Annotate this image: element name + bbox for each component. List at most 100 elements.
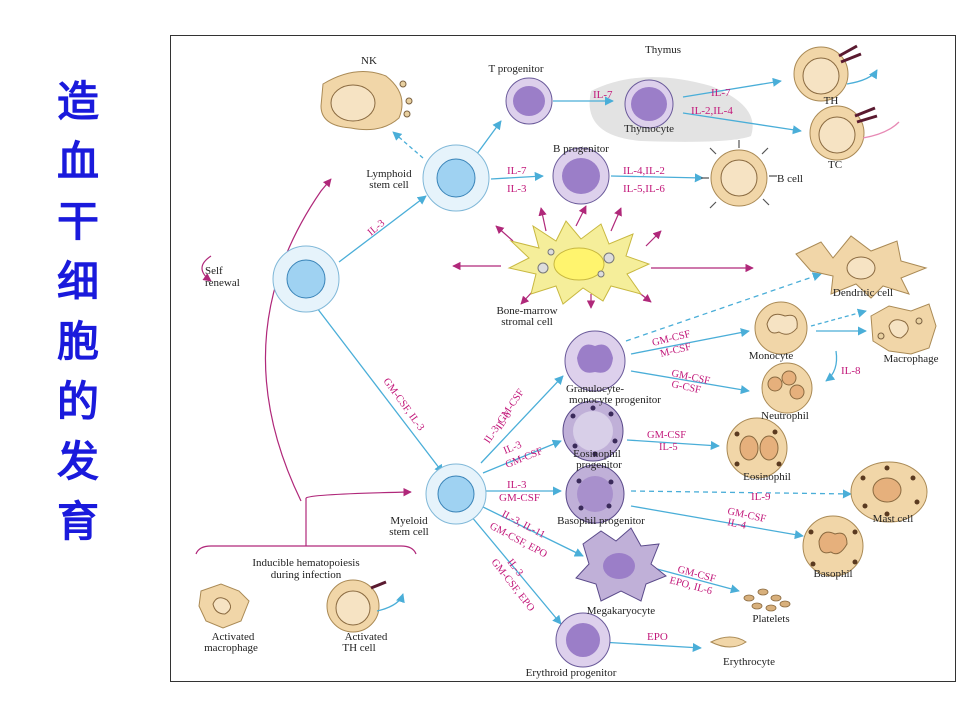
t-progenitor-cell xyxy=(505,77,553,125)
title-char: 育 xyxy=(56,497,99,546)
hematopoietic-stem-cell xyxy=(272,245,340,313)
cytokine-il8: IL-8 xyxy=(841,365,861,377)
arrow-gm-dendritic xyxy=(625,272,822,342)
basophil-cell xyxy=(802,515,864,577)
cytokine-il7: IL-7 xyxy=(507,165,527,177)
label-megakaryocyte: Megakaryocyte xyxy=(587,605,656,617)
arrow-bas-mast xyxy=(630,489,852,499)
cytokine-il3: IL-3 xyxy=(507,183,527,195)
arrow-myeloid-eos xyxy=(482,439,562,474)
cytokine-gmcsf-il5: IL-5 xyxy=(659,442,678,453)
erythrocyte xyxy=(709,636,747,648)
arrow-bas-basophil xyxy=(630,505,804,540)
cytokine-il3-gmcsf-bas: GM-CSF xyxy=(499,492,540,504)
label-self-renewal: renewal xyxy=(205,277,240,289)
label-monocyte: Monocyte xyxy=(749,350,794,362)
cytokine-gmcsf-il4: IL-4 xyxy=(726,517,747,532)
label-inducible: during infection xyxy=(271,569,342,581)
label-macrophage: Macrophage xyxy=(884,353,939,365)
side-title: 造 血 干 细 胞 的 发 育 xyxy=(48,72,108,552)
eosinophil-progenitor-cell xyxy=(562,400,624,462)
arrow-monocyte-dendritic xyxy=(810,308,867,327)
cell-labels: NK T progenitor Thymus Thymocyte TH TC L… xyxy=(204,44,938,679)
arrow-lymphoid-nk xyxy=(392,131,424,159)
label-platelets: Platelets xyxy=(752,613,789,625)
gm-progenitor-cell xyxy=(564,330,626,392)
label-eos-progenitor: progenitor xyxy=(576,459,622,471)
dendritic-cell xyxy=(795,235,928,299)
label-erythroid: Erythroid progenitor xyxy=(526,667,617,679)
title-char: 造 xyxy=(56,77,99,126)
macrophage-cell xyxy=(870,303,937,355)
label-myeloid: Myeloid xyxy=(390,515,428,527)
label-stromal: Bone-marrow xyxy=(496,305,557,317)
title-char: 发 xyxy=(56,437,99,486)
megakaryocyte-cell xyxy=(575,527,667,602)
activated-macrophage xyxy=(198,583,250,629)
label-stromal: stromal cell xyxy=(501,316,553,328)
cytokine-il9: IL-9 xyxy=(751,491,771,503)
cytokine-il3: IL-3 xyxy=(366,218,387,238)
label-lymphoid: Lymphoid xyxy=(366,168,412,180)
cytokine-il5-il6: IL-5,IL-6 xyxy=(623,183,665,195)
label-act-macrophage: macrophage xyxy=(204,642,258,654)
arrow-il8 xyxy=(825,350,838,382)
arrow-myeloid-ery xyxy=(470,515,562,625)
title-char: 胞 xyxy=(56,317,99,366)
label-gm-progenitor: monocyte progenitor xyxy=(569,394,661,406)
label-dendritic: Dendritic cell xyxy=(833,287,893,299)
th-cell xyxy=(793,44,878,102)
label-eosinophil: Eosinophil xyxy=(743,471,791,483)
title-char: 干 xyxy=(56,197,99,246)
label-b-progenitor: B progenitor xyxy=(553,143,609,155)
label-lymphoid: stem cell xyxy=(369,179,408,191)
renewal-lines xyxy=(195,178,417,555)
label-eos-progenitor: Eosinophil xyxy=(573,448,621,460)
cytokine-il7: IL-7 xyxy=(711,87,731,99)
monocyte-cell xyxy=(754,301,808,355)
myeloid-stem-cell xyxy=(425,463,487,525)
label-basophil: Basophil xyxy=(813,568,852,580)
cytokine-il4-il2: IL-4,IL-2 xyxy=(623,165,665,177)
neutrophil-cell xyxy=(761,362,813,414)
label-b-cell: B cell xyxy=(777,173,803,185)
basophil-progenitor-cell xyxy=(565,464,625,524)
stromal-arrows xyxy=(452,205,754,309)
label-gm-progenitor: Granulocyte- xyxy=(566,383,624,395)
title-char: 的 xyxy=(56,377,99,426)
title-char: 血 xyxy=(56,137,99,186)
title-char: 细 xyxy=(56,257,99,306)
label-neutrophil: Neutrophil xyxy=(761,410,809,422)
hematopoiesis-figure: NK T progenitor Thymus Thymocyte TH TC L… xyxy=(170,35,956,682)
cytokine-gmcsf-il5: GM-CSF xyxy=(647,430,686,441)
cytokine-gmcsf-il3: GM-CSF, IL-3 xyxy=(381,376,426,433)
label-act-th: TH cell xyxy=(342,642,375,654)
label-basophil-progenitor: Basophil progenitor xyxy=(557,515,645,527)
label-inducible: Inducible hematopoiesis xyxy=(252,557,359,569)
arrow-hsc-myeloid xyxy=(316,307,444,474)
diagram-svg: NK T progenitor Thymus Thymocyte TH TC L… xyxy=(195,44,939,679)
label-t-progenitor: T progenitor xyxy=(488,63,543,75)
arrow-myeloid-mega xyxy=(480,505,584,557)
label-erythrocyte: Erythrocyte xyxy=(723,656,775,668)
erythroid-progenitor-cell xyxy=(555,612,611,668)
label-act-th: Activated xyxy=(345,631,388,643)
label-myeloid: stem cell xyxy=(389,526,428,538)
arrow-myeloid-gm xyxy=(480,375,564,464)
arrow-lymphoid-bprog xyxy=(490,171,544,182)
arrow-mega-platelets xyxy=(645,565,740,594)
self-renewal-arc xyxy=(201,255,212,282)
label-act-macrophage: Activated xyxy=(212,631,255,643)
eosinophil-cell xyxy=(726,417,788,479)
arrows xyxy=(316,77,867,653)
arrow-ery-erythrocyte xyxy=(600,641,702,653)
mast-cell xyxy=(850,461,928,523)
platelets xyxy=(743,588,791,612)
label-self-renewal: Self xyxy=(205,265,223,277)
thymocyte-cell xyxy=(624,79,674,129)
arrow-eos-eosinophil xyxy=(626,439,720,451)
label-nk: NK xyxy=(361,55,377,67)
b-progenitor-cell xyxy=(552,147,610,205)
bone-marrow-stromal-cell xyxy=(507,220,651,305)
arrow-gm-neutrophil xyxy=(630,370,750,395)
